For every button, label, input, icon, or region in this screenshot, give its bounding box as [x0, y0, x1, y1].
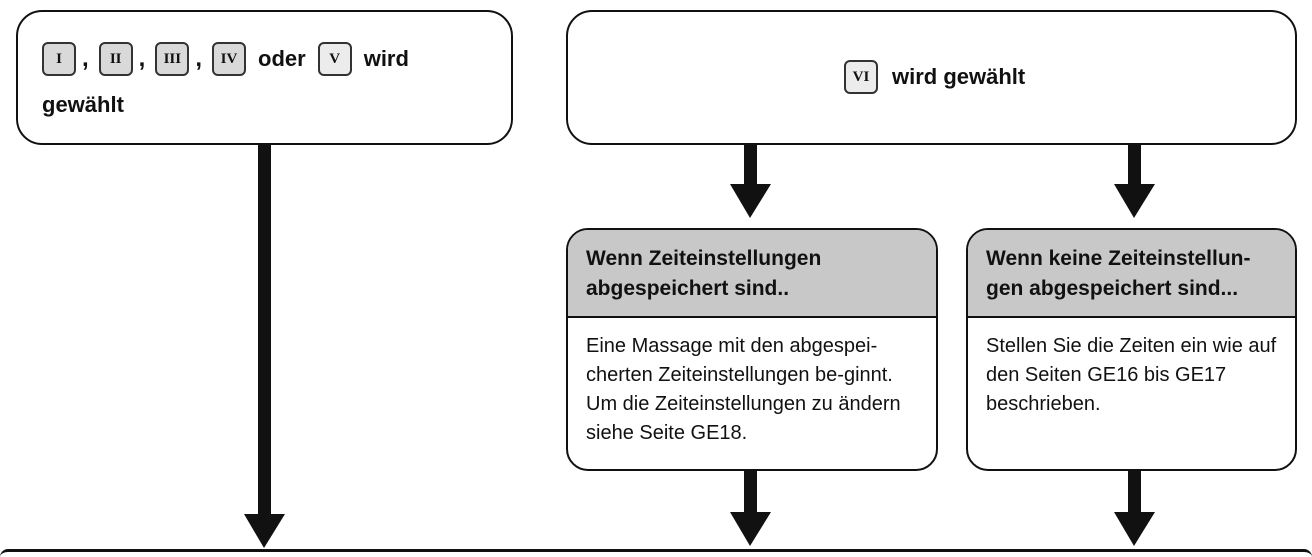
selection-box-i-to-v: I , II , III , IV oder V wird gewählt: [16, 10, 513, 145]
selection-vi-line: VI wird gewählt: [844, 60, 1025, 94]
selection-verb: wird: [363, 46, 409, 71]
case-unsaved-body: Stellen Sie die Zeiten ein wie auf den S…: [986, 335, 1277, 415]
separator: ,: [82, 45, 89, 72]
case-settings-saved: Wenn Zeiteinstellungen abgespeichert sin…: [566, 228, 938, 471]
mode-key-i: I: [42, 42, 76, 76]
arrow-to-case-unsaved: [1114, 145, 1155, 218]
selection-line-2: gewählt: [42, 92, 124, 117]
mode-key-iv: IV: [212, 42, 247, 76]
case-saved-body: Eine Massage mit den abgespei-cherten Ze…: [586, 335, 901, 444]
mode-key-iii: III: [155, 42, 190, 76]
mode-key-vi: VI: [844, 60, 878, 94]
separator: ,: [195, 45, 203, 72]
arrow-to-case-saved: [730, 145, 771, 218]
mode-key-ii: II: [98, 42, 133, 76]
separator-oder: oder: [258, 46, 306, 71]
case-saved-heading: Wenn Zeiteinstellungen abgespeichert sin…: [568, 230, 936, 318]
mode-key-v: V: [317, 42, 352, 76]
separator: ,: [138, 45, 146, 72]
arrow-from-case-unsaved: [1114, 471, 1155, 546]
arrow-left-down: [244, 145, 285, 548]
case-settings-not-saved: Wenn keine Zeiteinstellun-gen abgespeich…: [966, 228, 1297, 471]
selection-box-vi: VI wird gewählt: [566, 10, 1297, 145]
case-unsaved-heading: Wenn keine Zeiteinstellun-gen abgespeich…: [968, 230, 1295, 318]
selection-line-1: I , II , III , IV oder V wird: [42, 42, 417, 76]
selection-vi-text: wird gewählt: [892, 64, 1026, 89]
next-step-box-edge: [0, 549, 1312, 557]
arrow-from-case-saved: [730, 471, 771, 546]
